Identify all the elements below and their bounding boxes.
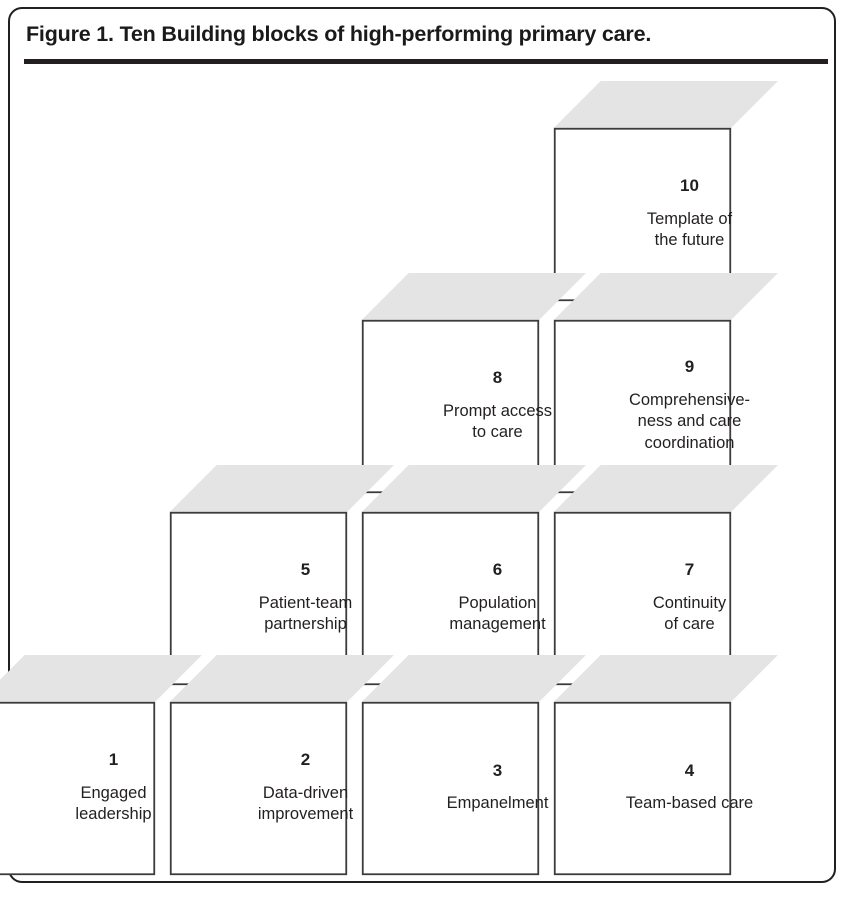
- cube-top-face: [554, 81, 778, 128]
- cube-front-face: [553, 319, 732, 494]
- cube-top-face: [554, 465, 778, 512]
- building-block-label: Prompt access to care: [442, 401, 553, 442]
- cube-top-face: [0, 655, 202, 702]
- building-block-number: 10: [680, 175, 699, 195]
- building-block-label: Empanelment: [446, 794, 549, 813]
- cube-top-face: [170, 465, 394, 512]
- building-block-label: Comprehensive- ness and care coordinatio…: [628, 390, 751, 453]
- cube-shape-icon: [0, 655, 202, 876]
- building-block-number: 4: [684, 760, 695, 780]
- cube-front-face: [361, 319, 540, 494]
- caption-divider-rule: [24, 59, 828, 64]
- building-block-label: Template of the future: [646, 209, 733, 250]
- building-block-label: Data-driven improvement: [257, 783, 354, 824]
- building-block-number: 3: [492, 760, 503, 780]
- building-block-number: 2: [300, 749, 311, 769]
- building-block-number: 5: [300, 559, 311, 579]
- building-block-number: 9: [684, 357, 695, 376]
- cube-top-face: [362, 655, 586, 702]
- building-block-label: Team-based care: [625, 794, 754, 813]
- cube-shape-icon: [361, 273, 586, 494]
- cube-shape-icon: [169, 655, 394, 876]
- cube-front-face: [169, 701, 348, 876]
- cube-shape-icon: [553, 655, 778, 876]
- cube-shape-icon: [553, 273, 778, 494]
- building-block-label: Engaged leadership: [75, 783, 152, 824]
- figure-caption: Figure 1. Ten Building blocks of high-pe…: [26, 22, 652, 46]
- building-block-label: Patient-team partnership: [258, 593, 353, 634]
- cube-front-face: [553, 701, 732, 876]
- cube-top-face: [554, 655, 778, 702]
- cube-top-face: [362, 273, 586, 320]
- building-block-label: Continuity of care: [652, 593, 727, 634]
- cube-front-face: [361, 701, 540, 876]
- building-block-number: 1: [108, 749, 119, 769]
- building-block-number: 8: [492, 367, 503, 387]
- building-block-number: 7: [684, 559, 695, 579]
- cube-shape-icon: [361, 655, 586, 876]
- cube-top-face: [362, 465, 586, 512]
- cube-front-face: [0, 701, 156, 876]
- cube-shape-icon: [553, 81, 778, 302]
- cube-top-face: [554, 273, 778, 320]
- cube-front-face: [553, 127, 732, 302]
- building-block-label: Population management: [449, 593, 546, 634]
- building-block-number: 6: [492, 559, 503, 579]
- cube-top-face: [170, 655, 394, 702]
